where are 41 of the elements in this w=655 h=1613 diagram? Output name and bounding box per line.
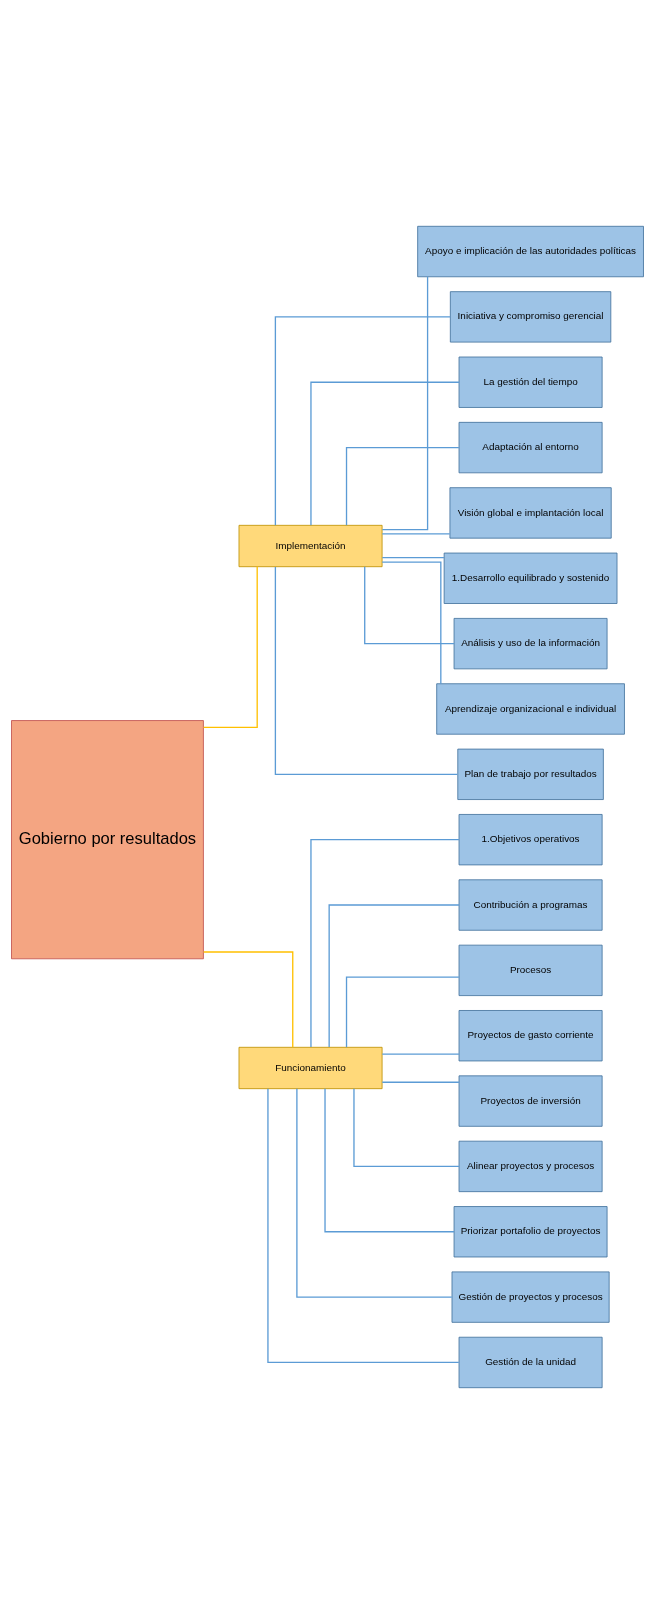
node-box: Implementación <box>238 524 383 567</box>
connector <box>324 1087 455 1232</box>
connector <box>267 1087 460 1363</box>
node-box: 1.Objetivos operativos <box>458 813 603 865</box>
connector <box>381 561 442 684</box>
node-box: Iniciativa y compromiso gerencial <box>449 290 612 343</box>
connector <box>381 532 451 535</box>
node-box: Alinear proyectos y procesos <box>458 1140 603 1192</box>
node-box: Proyectos de inversión <box>458 1074 603 1127</box>
node-box: Visión global e implantación local <box>449 486 612 539</box>
connector <box>203 950 294 1048</box>
connector <box>381 275 429 530</box>
node-box: Plan de trabajo por resultados <box>457 748 604 800</box>
connector <box>328 903 460 1048</box>
connector <box>364 565 455 644</box>
node-box: Proyectos de gasto corriente <box>458 1009 603 1061</box>
node-box: Funcionamiento <box>238 1046 383 1089</box>
connector <box>202 565 258 728</box>
connector <box>310 838 460 1048</box>
node-box: Apoyo e implicación de las autoridades políticas <box>417 225 644 277</box>
node-box: La gestión del tiempo <box>458 356 603 408</box>
node-box: Gestión de la unidad <box>458 1336 603 1388</box>
connector <box>381 1052 460 1055</box>
node-box: 1.Desarrollo equilibrado y sostenido <box>443 552 618 604</box>
node-box: Contribución a programas <box>458 878 603 931</box>
connector <box>296 1087 453 1298</box>
node-box: Gobierno por resultados <box>11 719 204 959</box>
connector <box>381 1081 460 1083</box>
node-box: Análisis y uso de la información <box>453 617 608 669</box>
node-box: Adaptación al entorno <box>458 421 603 473</box>
connector <box>274 565 459 775</box>
node-box: Priorizar portafolio de proyectos <box>453 1205 608 1257</box>
node-box: Procesos <box>458 944 603 996</box>
connector <box>353 1087 460 1167</box>
connector <box>310 381 460 526</box>
node-box: Aprendizaje organizacional e individual <box>436 682 625 735</box>
connector <box>345 446 460 526</box>
connector <box>274 315 451 526</box>
node-box: Gestión de proyectos y procesos <box>451 1270 610 1323</box>
connector <box>345 976 460 1048</box>
connector <box>381 556 445 558</box>
